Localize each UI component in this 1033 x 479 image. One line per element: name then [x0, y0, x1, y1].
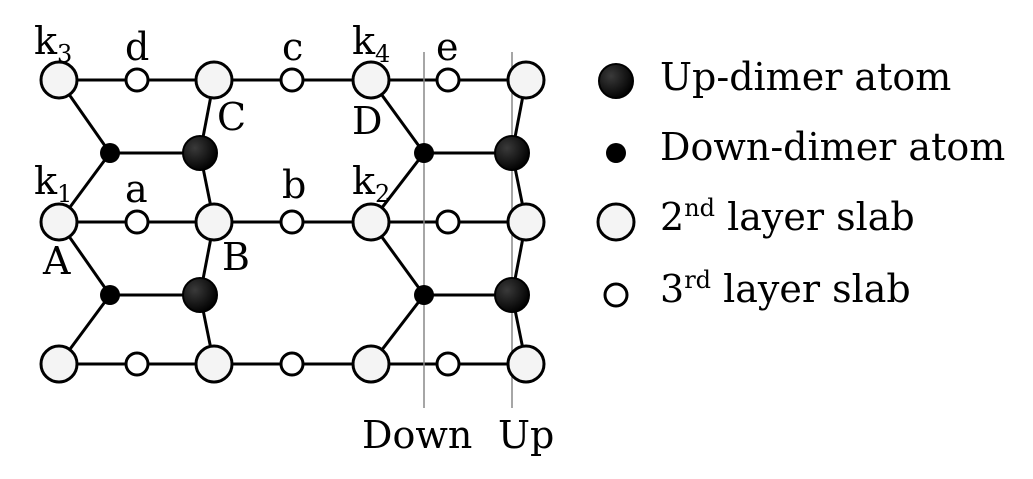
legend-down-dimer-label: Down-dimer atom — [660, 125, 1005, 169]
label-d: d — [125, 25, 149, 69]
label-D: D — [352, 99, 382, 143]
legend-third-layer-marker — [603, 282, 629, 308]
legend-second-layer-label: 2nd layer slab — [660, 194, 915, 239]
down-dimer-atoms — [100, 143, 434, 305]
third-layer-atoms — [124, 67, 461, 377]
legend-up-dimer-label: Up-dimer atom — [660, 55, 951, 99]
legend-down-dimer-marker — [606, 143, 626, 163]
legend: Up-dimer atom Down-dimer atom 2nd layer … — [596, 55, 1005, 311]
label-c: c — [282, 25, 303, 69]
label-B: B — [222, 235, 250, 279]
label-k1: k1 — [34, 159, 72, 208]
label-k2: k2 — [352, 159, 390, 208]
label-k3: k3 — [34, 19, 72, 68]
legend-second-layer-marker — [596, 202, 636, 242]
label-A: A — [42, 239, 71, 283]
label-k4: k4 — [352, 19, 390, 68]
legend-up-dimer-marker — [598, 63, 634, 99]
legend-third-layer-label: 3rd layer slab — [660, 266, 911, 311]
up-dimer-atoms — [182, 135, 530, 313]
label-a: a — [125, 167, 148, 211]
label-down: Down — [362, 413, 472, 457]
label-up: Up — [498, 413, 554, 457]
label-C: C — [217, 95, 246, 139]
label-e: e — [436, 25, 459, 69]
label-b: b — [282, 163, 306, 207]
second-layer-atoms — [39, 60, 546, 384]
